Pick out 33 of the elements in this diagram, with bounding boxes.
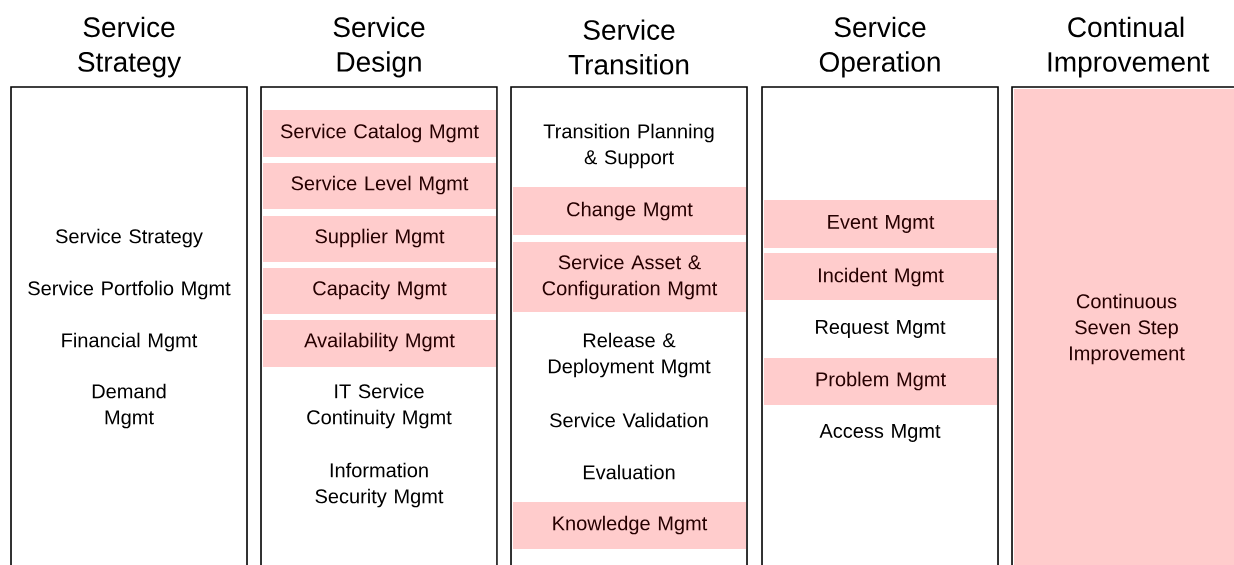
highlight-band: Capacity Mgmt (263, 268, 496, 314)
process-label: Request Mgmt (816, 320, 946, 338)
highlight-band: Supplier Mgmt (263, 216, 496, 262)
process-label: Transition Planning & Support (543, 123, 714, 169)
column-box (761, 86, 999, 565)
highlight-band: Service Asset & Configuration Mgmt (513, 242, 746, 312)
highlight-band: Continuous Seven Step Improvement (1014, 89, 1234, 565)
column-heading: Service Design (333, 16, 425, 78)
process-label: Financial Mgmt (62, 332, 198, 352)
highlight-band: Service Level Mgmt (263, 163, 496, 209)
highlight-band: Incident Mgmt (764, 253, 997, 300)
process-label: Service Portfolio Mgmt (28, 280, 231, 300)
process-label: Service Strategy (56, 228, 203, 248)
highlight-band: Service Catalog Mgmt (263, 110, 496, 157)
column-heading: Service Transition (568, 19, 689, 75)
process-label: Evaluation (583, 464, 675, 480)
process-label: Access Mgmt (819, 424, 941, 442)
column-heading: Continual Improvement (1048, 16, 1210, 78)
column-heading: Service Operation (819, 16, 940, 78)
process-label: Service Validation (550, 412, 708, 428)
process-label: Demand Mgmt (92, 383, 166, 429)
process-label: Information Security Mgmt (315, 462, 444, 508)
column-box (10, 86, 248, 565)
column-box (260, 86, 498, 565)
highlight-band: Availability Mgmt (263, 320, 496, 367)
highlight-band: Change Mgmt (513, 187, 746, 235)
process-label: IT Service Continuity Mgmt (307, 383, 452, 429)
highlight-band: Knowledge Mgmt (513, 502, 746, 549)
column-box (510, 86, 748, 565)
column-heading: Service Strategy (78, 16, 182, 78)
highlight-band: Event Mgmt (764, 200, 997, 248)
highlight-band: Problem Mgmt (764, 358, 997, 405)
process-label: Release & Deployment Mgmt (548, 332, 711, 378)
